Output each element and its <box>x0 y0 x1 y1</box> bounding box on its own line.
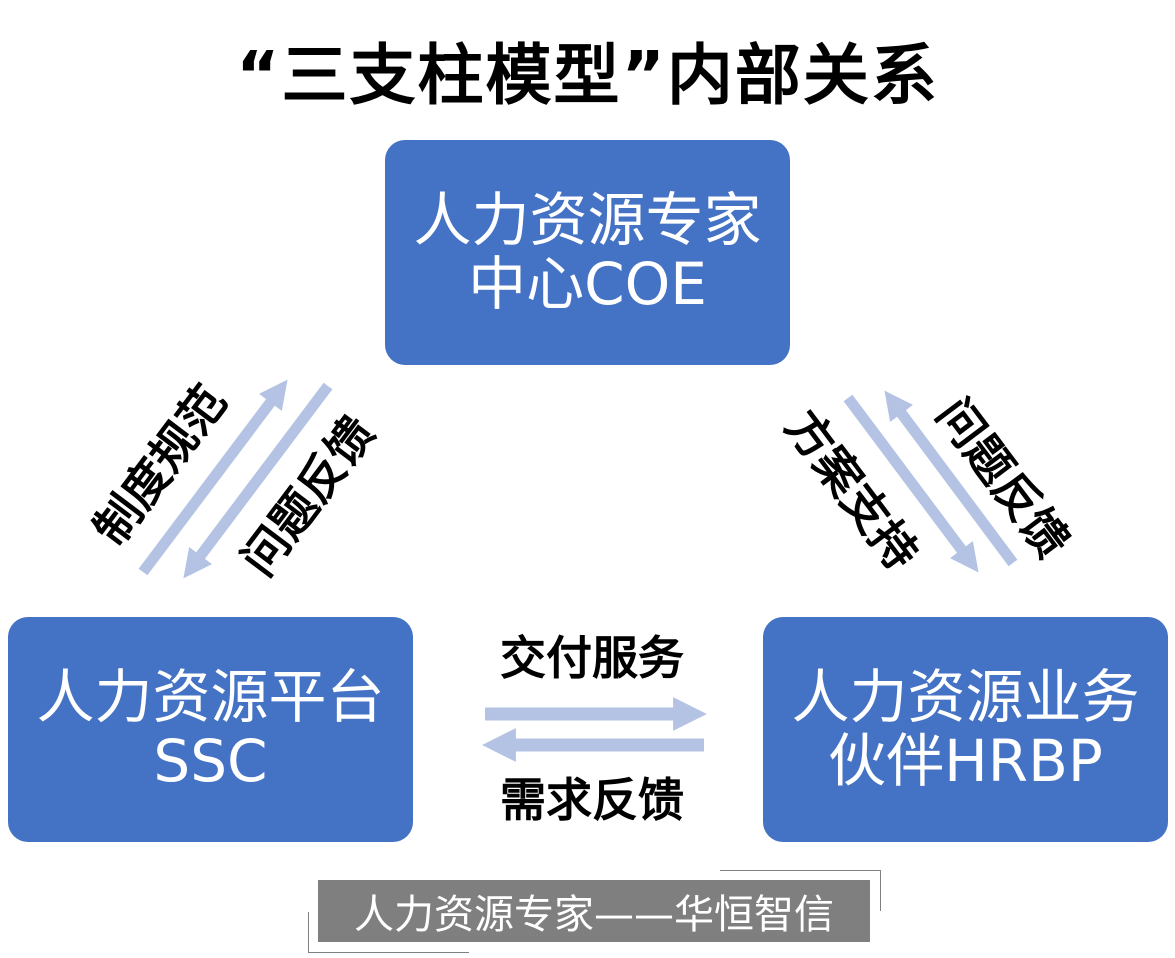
coe-label-line1: 人力资源专家 <box>413 185 762 254</box>
arrow-coe-to-ssc <box>183 382 333 579</box>
label-ssc-to-hrbp: 交付服务 <box>500 631 684 685</box>
arrow-coe-to-hrbp <box>843 394 979 573</box>
coe-label-line2: 中心COE <box>468 249 707 318</box>
footer-banner: 人力资源专家——华恒智信 <box>318 880 870 942</box>
hrbp-label-line2: 伙伴HRBP <box>828 726 1103 795</box>
arrow-ssc-to-coe <box>138 379 288 576</box>
hrbp-box: 人力资源业务 伙伴HRBP <box>763 617 1168 842</box>
diagram-title: “三支柱模型”内部关系 <box>236 37 939 114</box>
hrbp-label-line1: 人力资源业务 <box>791 662 1140 731</box>
footer-frame-bottom-left <box>308 912 469 953</box>
ssc-label-line2: SSC <box>153 726 268 795</box>
label-hrbp-to-ssc: 需求反馈 <box>500 773 684 827</box>
coe-box: 人力资源专家 中心COE <box>385 140 790 365</box>
ssc-box: 人力资源平台 SSC <box>8 617 413 842</box>
arrow-hrbp-to-coe <box>884 390 1018 567</box>
footer-frame-top-right <box>720 870 881 911</box>
ssc-label-line1: 人力资源平台 <box>36 662 385 731</box>
